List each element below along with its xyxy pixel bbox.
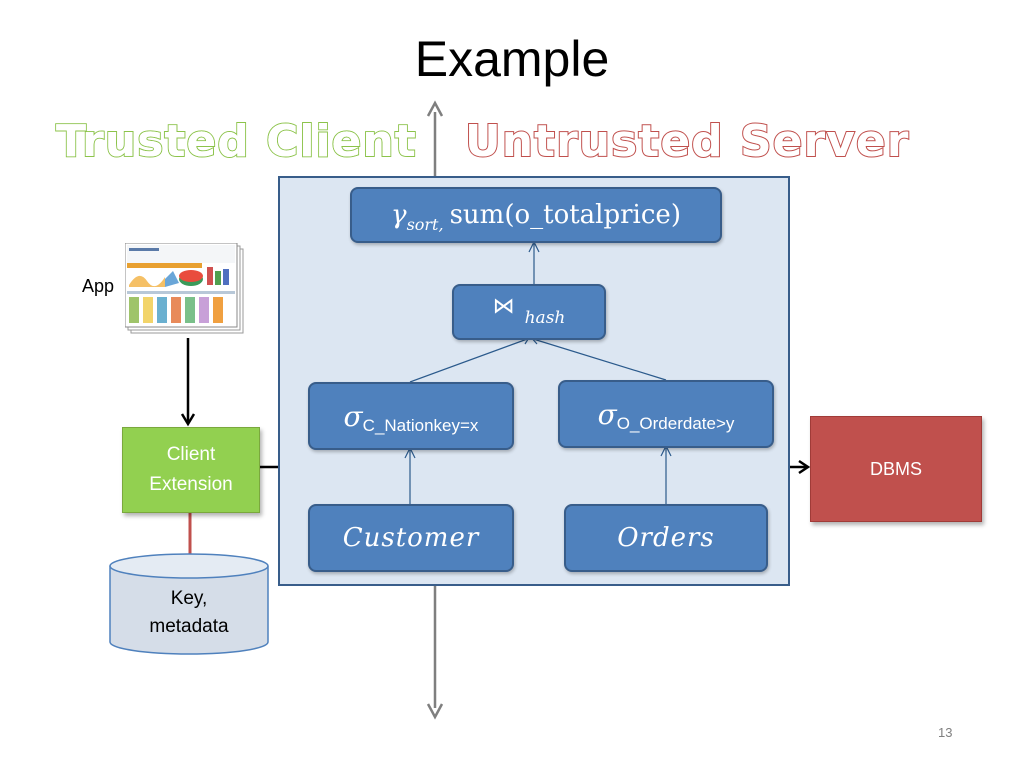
dbms-box: DBMS xyxy=(810,416,982,522)
join-subscript: hash xyxy=(524,308,566,328)
orders-table-node: Orders xyxy=(564,504,768,572)
selection-left-predicate: C_Nationkey=x xyxy=(362,416,479,435)
client-extension-line2: Extension xyxy=(149,474,233,495)
key-metadata-line2: metadata xyxy=(149,616,229,637)
slide-number: 13 xyxy=(938,725,953,740)
selection-right-symbol: σ xyxy=(597,397,617,431)
client-extension-box: Client Extension xyxy=(122,427,260,513)
divider-arrow-down xyxy=(426,703,444,720)
trusted-client-heading: Trusted Client xyxy=(55,115,417,168)
hash-join-node: ⋈ hash xyxy=(452,284,606,340)
plan-edges xyxy=(404,240,672,504)
selection-right-predicate: O_Orderdate>y xyxy=(616,414,735,433)
aggregate-symbol: γ xyxy=(391,200,407,230)
selection-nationkey-node: σ C_Nationkey=x xyxy=(308,382,514,450)
key-metadata-label: Key, metadata xyxy=(108,585,270,641)
key-metadata-cylinder-icon xyxy=(109,553,269,655)
app-thumbnail-icon xyxy=(125,243,244,334)
untrusted-server-heading: Untrusted Server xyxy=(464,115,910,168)
join-symbol: ⋈ xyxy=(492,293,515,319)
aggregate-subscript: sort, xyxy=(406,214,444,234)
slide-title: Example xyxy=(414,31,610,87)
aggregate-function: sum(o_totalprice) xyxy=(449,200,681,230)
selection-left-symbol: σ xyxy=(343,399,363,433)
customer-table-node: Customer xyxy=(308,504,514,572)
selection-orderdate-node: σ O_Orderdate>y xyxy=(558,380,774,448)
aggregate-node: γ sort, sum(o_totalprice) xyxy=(350,187,722,243)
query-plan-panel: γ sort, sum(o_totalprice) ⋈ hash σ C_Nat… xyxy=(278,176,790,586)
divider-arrow-up xyxy=(426,100,444,117)
client-extension-line1: Client xyxy=(166,444,216,465)
app-label: App xyxy=(82,276,115,296)
key-metadata-line1: Key, xyxy=(170,588,208,609)
